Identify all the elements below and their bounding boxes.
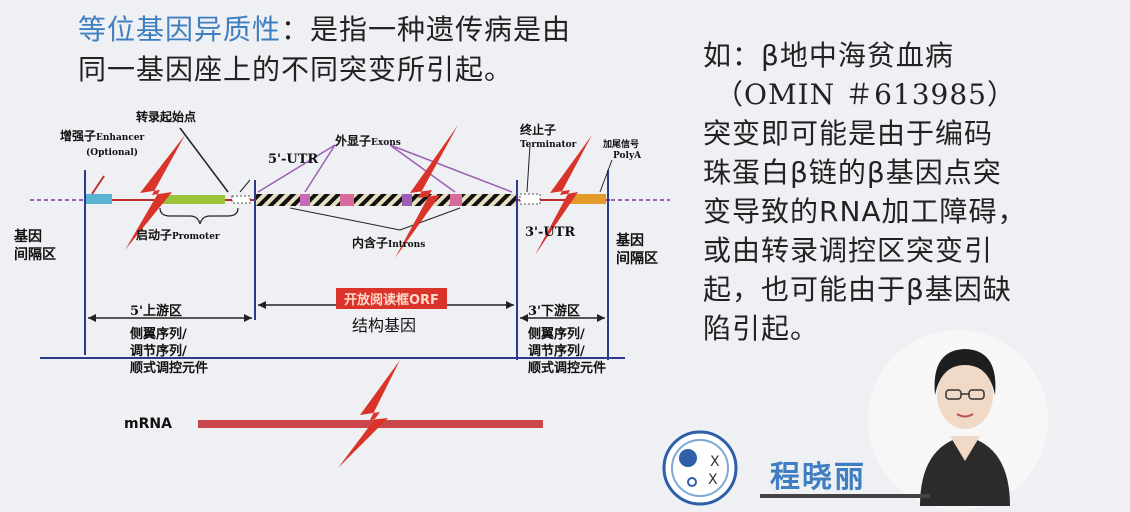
utr3-label: 3'-UTR	[525, 225, 576, 240]
polya-box	[570, 194, 606, 204]
term-allelic-heterogeneity: 等位基因异质性	[78, 13, 282, 46]
mrna-bar	[198, 420, 543, 428]
example-line: 珠蛋白β链的β基因点突	[703, 156, 1002, 189]
speaker-name: 程晓丽	[770, 460, 866, 495]
gene-diagram-graphics	[30, 125, 670, 468]
promoter-label: 启动子Promoter	[136, 228, 220, 242]
flank-left-label: 侧翼序列/调节序列/顺式调控元件	[130, 327, 209, 376]
name-underline	[760, 494, 930, 498]
example-line: 突变即可能是由于编码	[703, 117, 994, 150]
utr5-label: 5'-UTR	[268, 152, 319, 167]
example-line: （OMIN ＃613985）	[715, 78, 1016, 111]
example-line: 陷引起。	[703, 312, 820, 345]
definition-line-2: 同一基因座上的不同突变所引起。	[78, 53, 514, 86]
lightning-icon	[125, 135, 185, 250]
structural-gene-label: 结构基因	[352, 316, 417, 335]
promoter-box	[160, 195, 225, 204]
mrna-label: mRNA	[124, 416, 172, 432]
intergenic-right-label: 基因间隔区	[616, 233, 658, 267]
example-line: 起，也可能由于β基因缺	[703, 273, 1012, 306]
example-line: 如：β地中海贫血病	[703, 39, 954, 72]
lightning-icon	[395, 125, 458, 258]
tss-label: 转录起始点	[136, 110, 197, 124]
introns-label: 内含子Introns	[352, 236, 426, 250]
enhancer-label: 增强子Enhancer (Optional)	[60, 129, 145, 159]
definition-line-1: 是指一种遗传病是由	[310, 13, 572, 46]
exons-label: 外显子Exons	[335, 134, 401, 148]
logo-cell-icon: X X	[660, 428, 740, 508]
svg-text:X: X	[708, 472, 718, 488]
downstream-label: 3'下游区	[528, 304, 581, 319]
example-text: 如：β地中海贫血病 （OMIN ＃613985） 突变即可能是由于编码 珠蛋白β…	[703, 36, 1027, 348]
lightning-icon	[338, 360, 400, 468]
gene-structure-diagram: 转录起始点 增强子Enhancer (Optional) 5'-UTR 外显子E…	[0, 100, 690, 480]
orf-badge: 开放阅读框ORF	[336, 288, 447, 309]
speaker-avatar	[900, 340, 1030, 506]
exon-intron-region	[255, 194, 517, 206]
definition: 等位基因异质性：是指一种遗传病是由 同一基因座上的不同突变所引起。	[78, 13, 572, 86]
enhancer-box	[86, 194, 112, 204]
speaker-figure	[920, 349, 1010, 506]
example-line: 变导致的RNA加工障碍，	[703, 195, 1027, 228]
cut-off-title	[78, 0, 378, 6]
svg-text:X: X	[710, 454, 720, 470]
flank-right-label: 侧翼序列/调节序列/顺式调控元件	[528, 327, 607, 376]
upstream-label: 5'上游区	[130, 304, 183, 319]
intergenic-left-label: 基因间隔区	[14, 229, 56, 263]
example-line: 或由转录调控区突变引	[703, 234, 994, 267]
